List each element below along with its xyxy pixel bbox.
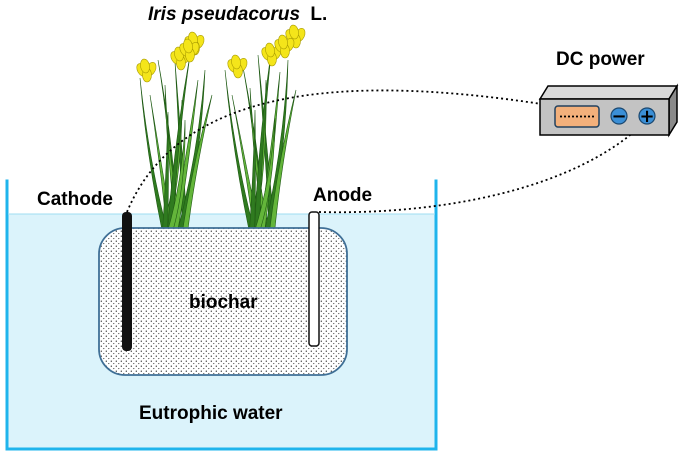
cathode-wire bbox=[126, 89, 613, 213]
iris-flower bbox=[179, 38, 200, 63]
tank bbox=[5, 179, 438, 451]
positive-terminal-symbol: + bbox=[639, 106, 654, 127]
eutrophic-water-label: Eutrophic water bbox=[139, 403, 283, 424]
iris-flower bbox=[227, 54, 248, 79]
anode-label: Anode bbox=[313, 185, 372, 206]
iris-leaf bbox=[224, 69, 255, 233]
iris-leaf bbox=[249, 109, 256, 233]
iris-leaf bbox=[162, 111, 169, 233]
dc-power-label: DC power bbox=[556, 49, 645, 70]
positive-terminal bbox=[638, 107, 656, 125]
biochar-substrate bbox=[98, 227, 348, 376]
iris-flower bbox=[274, 34, 295, 59]
biochar-label: biochar bbox=[189, 292, 258, 313]
iris-leaf bbox=[182, 94, 213, 233]
anode-wire bbox=[318, 121, 646, 214]
iris-leaf bbox=[259, 71, 281, 233]
cathode-electrode bbox=[122, 212, 132, 351]
iris-leaf bbox=[139, 77, 168, 233]
negative-terminal-symbol: − bbox=[611, 106, 626, 127]
power-box-top bbox=[538, 85, 679, 100]
iris-leaf bbox=[167, 119, 186, 233]
plant-authority: L. bbox=[310, 4, 327, 25]
dc-power-supply: − + bbox=[538, 83, 679, 138]
plant-species-name: Iris pseudacorus bbox=[148, 4, 300, 25]
negative-terminal bbox=[610, 107, 628, 125]
anode-electrode bbox=[308, 211, 320, 347]
cathode-label: Cathode bbox=[37, 189, 113, 210]
iris-leaf bbox=[269, 89, 297, 233]
iris-flower bbox=[136, 58, 157, 83]
iris-leaf bbox=[253, 117, 276, 233]
iris-plants bbox=[136, 24, 306, 233]
plant-species-label: Iris pseudacorus L. bbox=[148, 4, 327, 25]
iris-leaf bbox=[257, 54, 275, 233]
